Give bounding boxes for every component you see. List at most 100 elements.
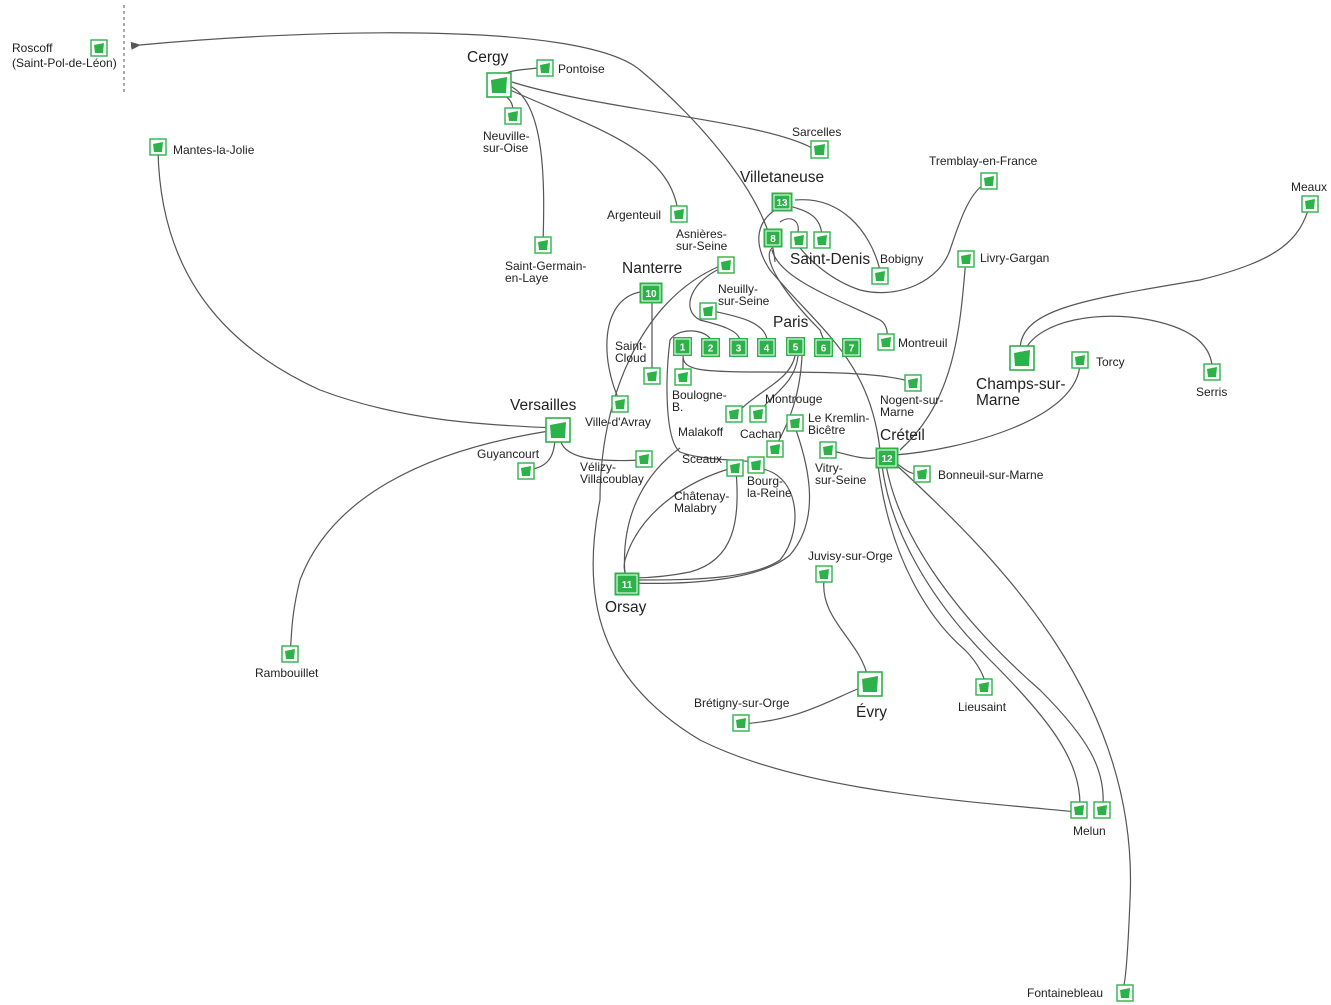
node-neuville[interactable] [504, 107, 522, 125]
node-bobigny[interactable] [871, 267, 889, 285]
node-nanterre-10[interactable]: 10 [639, 282, 663, 304]
label-versailles: Versailles [510, 397, 577, 414]
node-rambouillet[interactable] [281, 645, 299, 663]
node-saint-germain[interactable] [534, 236, 552, 254]
label-nogent: Nogent-sur-Marne [880, 393, 943, 419]
node-saint-denis-a[interactable] [790, 231, 808, 249]
node-montreuil[interactable] [877, 333, 895, 351]
line-creteil-fontainebleau [892, 461, 1132, 986]
node-orsay-11[interactable]: 11 [614, 572, 640, 596]
paris-unit-3-label: 3 [736, 344, 742, 355]
label-torcy: Torcy [1096, 355, 1125, 369]
label-juvisy: Juvisy-sur-Orge [808, 549, 893, 563]
unit-number-10: 10 [645, 289, 657, 300]
node-vitry[interactable] [819, 441, 837, 459]
paris-unit-7[interactable]: 7 [842, 338, 861, 357]
node-champs[interactable] [1009, 345, 1035, 371]
node-saint-denis-b[interactable] [813, 231, 831, 249]
node-versailles[interactable] [545, 417, 571, 443]
node-bonneuil[interactable] [913, 465, 931, 483]
line-paris2-orsay [666, 330, 756, 463]
paris-unit-5[interactable]: 5 [786, 337, 805, 356]
label-chatenay: Châtenay-Malabry [674, 489, 729, 515]
node-torcy[interactable] [1071, 351, 1089, 369]
node-boulogne[interactable] [674, 368, 692, 386]
node-tremblay[interactable] [980, 172, 998, 190]
label-orsay: Orsay [605, 599, 647, 616]
label-montrouge: Montrouge [765, 392, 823, 406]
label-montreuil: Montreuil [898, 336, 947, 350]
paris-unit-1[interactable]: 1 [673, 337, 692, 356]
line-stdenis-montreuil [771, 249, 888, 341]
paris-unit-3[interactable]: 3 [729, 338, 748, 357]
node-bourg[interactable] [747, 456, 765, 474]
paris-unit-6[interactable]: 6 [814, 338, 833, 357]
label-argenteuil: Argenteuil [607, 208, 661, 222]
line-versailles-rambouillet [289, 429, 557, 653]
label-sarcelles: Sarcelles [792, 125, 841, 139]
node-melun-a[interactable] [1070, 801, 1088, 819]
paris-unit-6-label: 6 [821, 344, 827, 355]
node-montrouge[interactable] [749, 405, 767, 423]
node-cachan[interactable] [766, 440, 784, 458]
label-neuville: Neuville-sur-Oise [483, 129, 530, 155]
line-juvisy-evry [823, 579, 869, 679]
label-nanterre: Nanterre [622, 260, 682, 277]
node-argenteuil[interactable] [670, 205, 688, 223]
label-boulogne: Boulogne-B. [672, 388, 727, 414]
node-kremlin[interactable] [786, 414, 804, 432]
node-mantes[interactable] [149, 138, 167, 156]
node-ville-davray[interactable] [611, 395, 629, 413]
label-cergy: Cergy [467, 49, 509, 66]
label-velizy: Vélizy-Villacoublay [580, 460, 644, 486]
line-cergy-saintgermain [507, 84, 545, 245]
paris-unit-4[interactable]: 4 [757, 338, 776, 357]
line-nanterre-villedavray [606, 291, 641, 403]
node-pontoise[interactable] [536, 59, 554, 77]
node-asnieres[interactable] [717, 256, 735, 274]
label-vitry: Vitry-sur-Seine [815, 461, 867, 487]
paris-unit-5-label: 5 [793, 343, 799, 354]
node-malakoff[interactable] [725, 405, 743, 423]
node-saint-denis-8[interactable]: 8 [763, 228, 783, 248]
line-paris5-malakoff [739, 355, 796, 411]
node-velizy[interactable] [635, 450, 653, 468]
unit-number-11: 11 [622, 580, 633, 591]
node-evry[interactable] [857, 671, 883, 697]
line-creteil-melun-b [885, 464, 1104, 806]
node-guyancourt[interactable] [517, 462, 535, 480]
paris-units: 1 2 3 4 5 6 7 [673, 337, 861, 357]
line-cergy-argenteuil [509, 89, 679, 213]
line-kremlin-orsay-a [629, 429, 811, 584]
node-saint-cloud[interactable] [643, 367, 661, 385]
node-roscoff[interactable] [90, 39, 108, 57]
node-villetaneuse-13[interactable]: 13 [771, 192, 793, 212]
label-bretigny: Brétigny-sur-Orge [694, 696, 790, 710]
node-livry[interactable] [957, 250, 975, 268]
node-cergy[interactable] [486, 72, 512, 98]
label-pontoise: Pontoise [558, 62, 605, 76]
label-rambouillet: Rambouillet [255, 666, 319, 680]
node-fontainebleau[interactable] [1116, 984, 1134, 1002]
paris-unit-2[interactable]: 2 [701, 338, 720, 357]
label-saint-germain: Saint-Germain-en-Laye [505, 259, 586, 285]
node-nogent[interactable] [904, 374, 922, 392]
node-melun-b[interactable] [1093, 801, 1111, 819]
node-serris[interactable] [1203, 363, 1221, 381]
node-meaux[interactable] [1301, 195, 1319, 213]
node-creteil-12[interactable]: 12 [875, 447, 899, 469]
label-guyancourt: Guyancourt [477, 447, 540, 461]
label-paris: Paris [773, 314, 809, 331]
node-bretigny[interactable] [732, 714, 750, 732]
node-lieusaint[interactable] [975, 678, 993, 696]
unit-number-8: 8 [770, 234, 776, 245]
node-sceaux[interactable] [726, 459, 744, 477]
node-neuilly[interactable] [699, 302, 717, 320]
label-cachan: Cachan [740, 427, 781, 441]
paris-unit-7-label: 7 [849, 344, 855, 355]
node-juvisy[interactable] [815, 565, 833, 583]
line-creteil-melun-a [881, 464, 1081, 806]
line-meaux-champs [1019, 203, 1311, 351]
label-mantes: Mantes-la-Jolie [173, 143, 255, 157]
node-sarcelles[interactable] [810, 140, 829, 159]
